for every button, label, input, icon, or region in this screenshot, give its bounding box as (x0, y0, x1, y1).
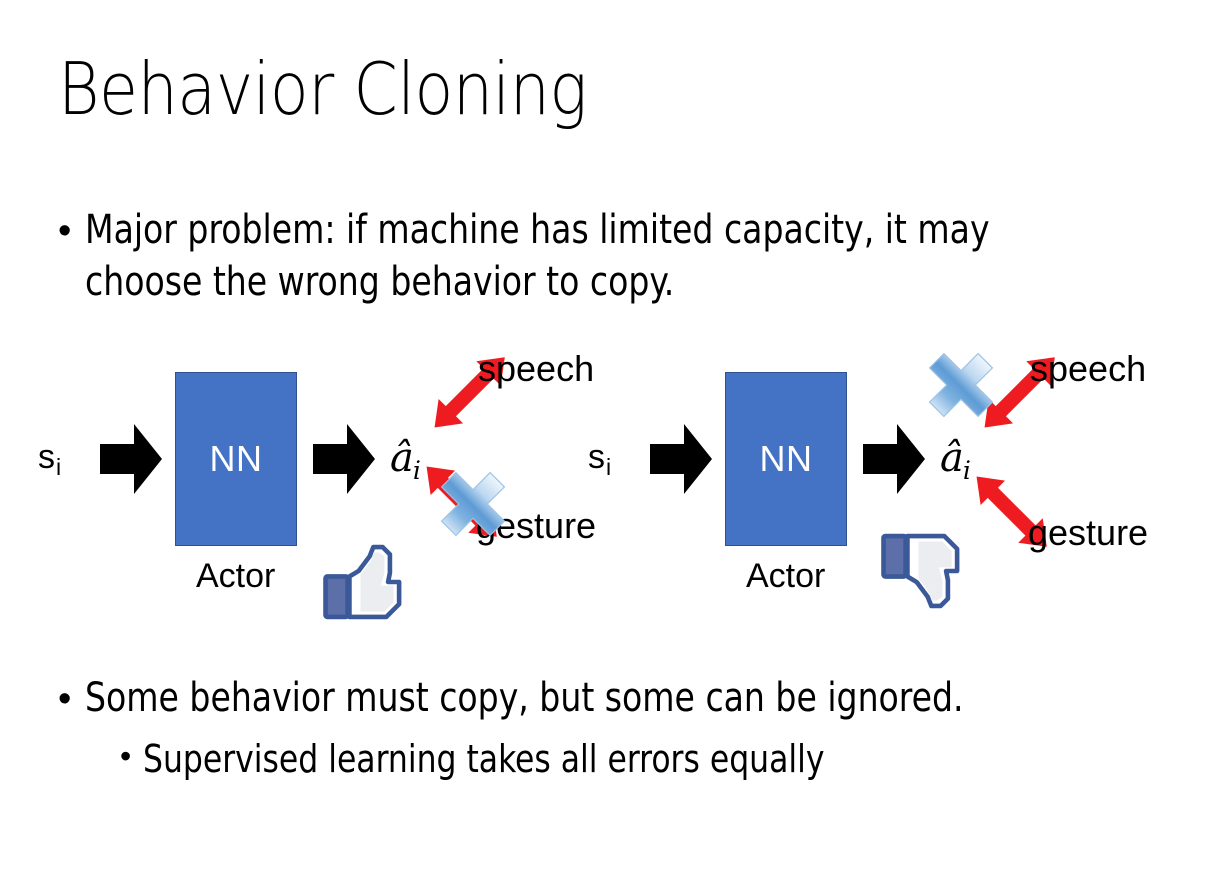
diagram-right: si NN Actor âi speech (560, 340, 1160, 640)
bullet-text: Supervised learning takes all errors equ… (143, 737, 825, 781)
bullet-marker-icon: • (58, 678, 72, 720)
nn-label: NN (209, 438, 263, 479)
thumbs-up-icon (320, 536, 412, 628)
output-block-arrow-right (863, 422, 925, 496)
bullet-text: Major problem: if machine has limited ca… (85, 207, 990, 305)
actor-label-right: Actor (746, 557, 826, 595)
nn-label: NN (759, 438, 813, 479)
speech-arrow-left (406, 336, 526, 456)
state-input-label-left: si (38, 438, 62, 480)
bullet-text: Some behavior must copy, but some can be… (85, 675, 964, 721)
speech-arrow-right (956, 336, 1076, 456)
cross-out-speech-icon-right (922, 346, 1000, 424)
nn-box-left: NN (175, 372, 297, 546)
gesture-arrow-right (950, 450, 1070, 570)
page-title: Behavior Cloning (58, 47, 588, 131)
bullet-marker-icon: • (58, 210, 72, 252)
bullet-marker-icon: • (120, 738, 132, 774)
input-block-arrow-right (650, 422, 712, 496)
bullet-some-behavior: • Some behavior must copy, but some can … (58, 672, 1158, 724)
actor-label-left: Actor (196, 557, 276, 595)
input-block-arrow-left (100, 422, 162, 496)
output-block-arrow-left (313, 422, 375, 496)
state-input-label-right: si (588, 438, 612, 480)
bullet-major-problem: • Major problem: if machine has limited … (58, 204, 1138, 308)
diagram-left: si NN Actor âi speech (10, 340, 610, 640)
cross-out-gesture-icon-left (434, 465, 512, 543)
gesture-label-right: gesture (1028, 512, 1149, 553)
speech-label-right: speech (1030, 348, 1147, 389)
action-output-label-left: âi (390, 435, 421, 485)
thumbs-down-icon (878, 525, 970, 617)
bullet-supervised-learning: • Supervised learning takes all errors e… (120, 734, 1160, 784)
speech-label-left: speech (478, 348, 595, 389)
nn-box-right: NN (725, 372, 847, 546)
action-output-label-right: âi (940, 435, 971, 485)
